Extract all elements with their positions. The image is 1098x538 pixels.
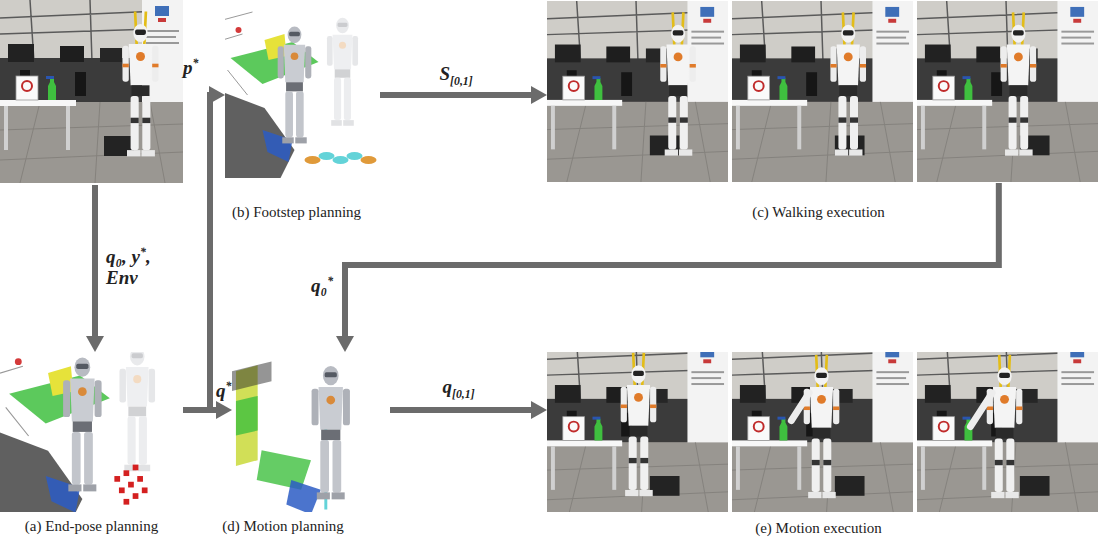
arrowhead [216,401,232,419]
arrowhead [209,86,225,104]
motion-photo [547,342,728,523]
arrowhead [86,336,104,352]
motion-photo [732,342,913,523]
motion-photo [917,342,1098,523]
edge-label: S[0,1] [440,63,473,84]
panel-caption: (e) Motion execution [755,519,882,537]
figure-panel: (b) Footstep planning [225,0,380,183]
input-label: q₀, y*, Env [106,246,168,288]
figure-panel: (c) Walking execution [547,0,1098,183]
lab-photo [0,0,183,183]
input-arrow [92,185,98,338]
walking-photo [917,1,1098,182]
arrowhead [531,86,547,104]
flow-arrow [380,92,533,98]
arrowhead [336,336,354,352]
panel-caption: (d) Motion planning [222,517,344,535]
flow-arrow [345,183,999,338]
panel-caption: (b) Footstep planning [232,203,361,221]
flow-arrow [390,407,533,413]
edge-label: q[0,1] [443,376,475,397]
edge-label: q₀* [311,275,333,296]
walking-photo [732,1,913,182]
edge-label: p* [183,57,198,78]
figure-panel: (e) Motion execution [547,352,1098,512]
edge-label: q* [216,380,231,401]
panel-caption: (c) Walking execution [752,203,885,221]
walking-photo [547,1,728,182]
end-pose-render [0,327,183,536]
arrowhead [531,401,547,419]
figure-panel: (a) End-pose planning [0,352,183,512]
footstep-render [223,0,383,183]
flow-arrow [183,95,211,410]
panel-caption: (a) End-pose planning [25,517,158,535]
figure-panel: (d) Motion planning [232,352,390,512]
motion-render [232,342,390,523]
